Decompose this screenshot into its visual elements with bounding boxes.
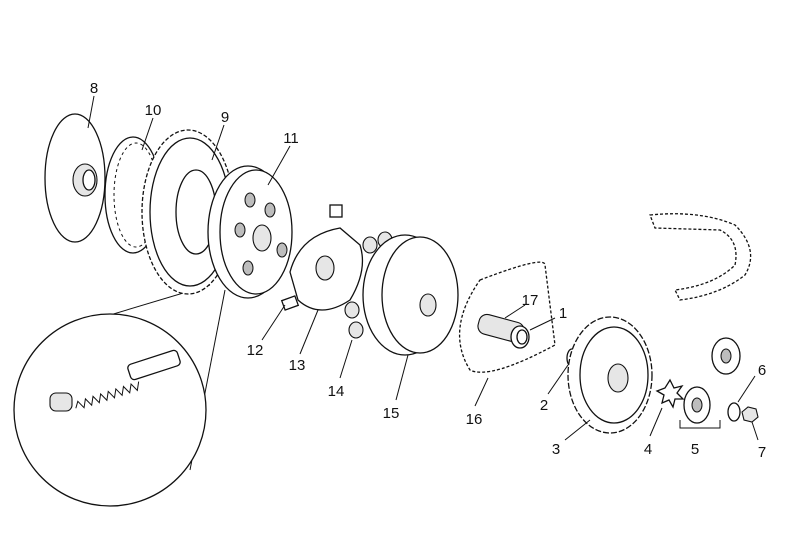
callout-6: 6 <box>758 362 766 379</box>
part-8-disc <box>44 113 106 243</box>
part-11-plate <box>207 165 293 299</box>
part-17-bushing <box>477 313 530 349</box>
part-13-ramp-plate <box>280 204 364 311</box>
callout-4: 4 <box>644 441 652 458</box>
callout-14: 14 <box>328 383 345 400</box>
callout-3: 3 <box>552 441 560 458</box>
callout-7: 7 <box>758 444 766 461</box>
callout-12: 12 <box>247 342 264 359</box>
callout-2: 2 <box>540 397 548 414</box>
part-7-nut <box>741 406 759 423</box>
part-15-pulley <box>362 234 459 356</box>
callout-16: 16 <box>466 411 483 428</box>
part-16-belt <box>459 213 752 373</box>
callout-9: 9 <box>221 109 229 126</box>
callout-17: 17 <box>522 292 539 309</box>
part-4-star <box>655 378 685 409</box>
part-6-washer <box>727 402 741 422</box>
callout-1: 1 <box>559 305 567 322</box>
part-14-rollers <box>344 231 393 339</box>
callout-11: 11 <box>283 130 299 147</box>
leader-lines <box>87 95 759 441</box>
callout-8: 8 <box>90 80 98 97</box>
part-5-assembly <box>679 337 741 429</box>
detail-magnifier <box>13 284 226 507</box>
callout-13: 13 <box>289 357 306 374</box>
callout-5: 5 <box>691 441 699 458</box>
part-3-fan <box>567 316 653 434</box>
callout-15: 15 <box>383 405 400 422</box>
callout-10: 10 <box>145 102 162 119</box>
callout-labels: 8 10 9 11 12 13 14 15 16 17 1 2 3 4 5 6 … <box>90 80 766 461</box>
